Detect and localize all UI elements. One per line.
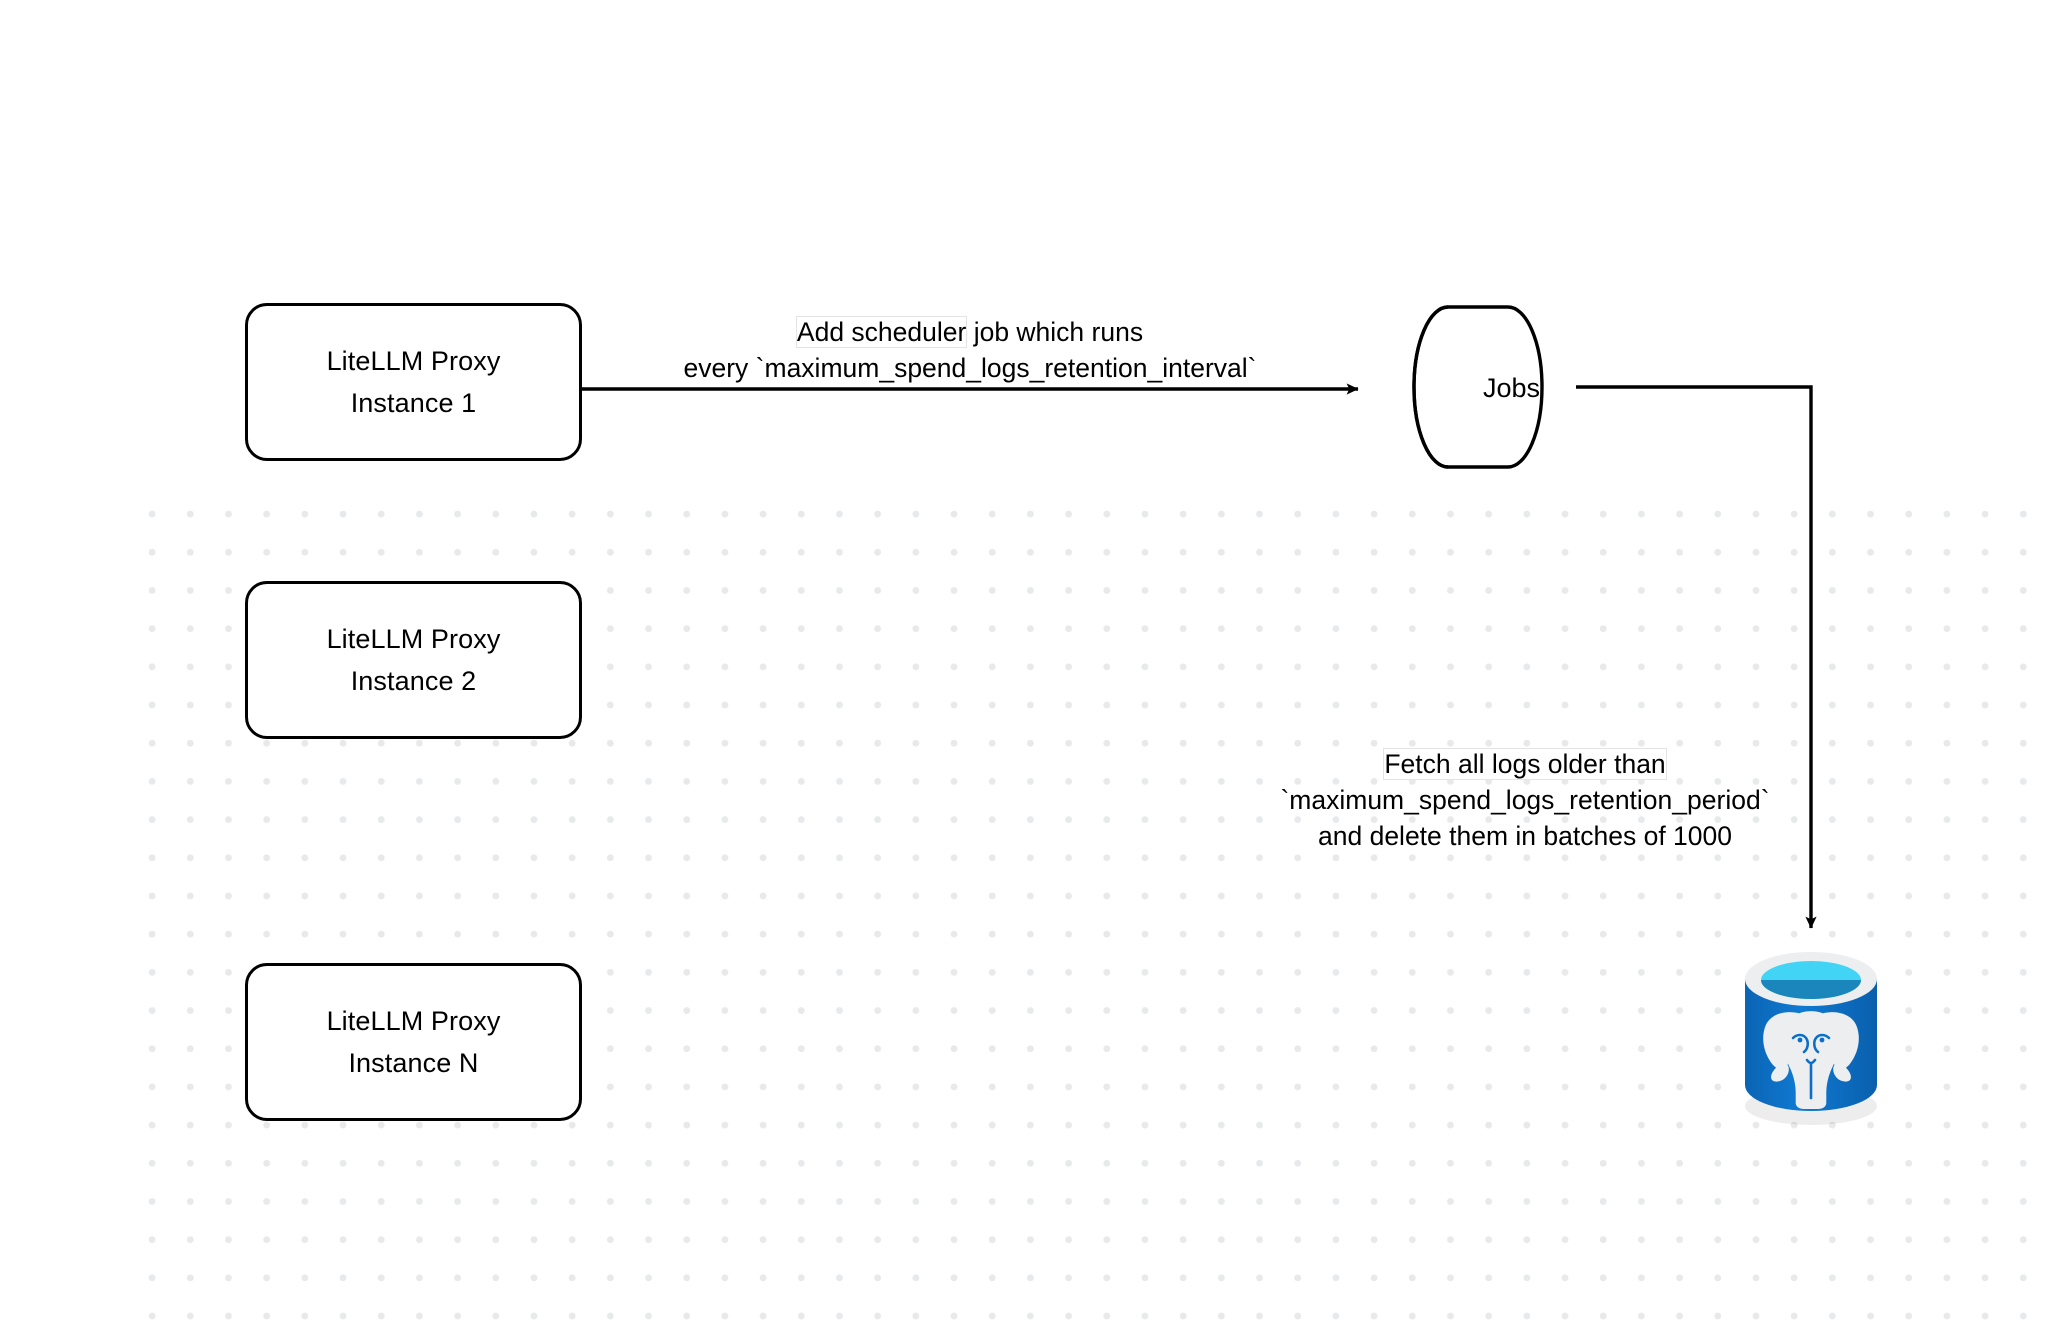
jobs-cylinder-label: Jobs <box>1483 373 1541 403</box>
edge-scheduler-label-rest: job which runs <box>966 317 1144 347</box>
node-line-2: Instance N <box>348 1048 479 1078</box>
edge-delete-logs-label-line-2: `maximum_spend_logs_retention_period` <box>1280 785 1770 815</box>
node-proxy-instance-2[interactable]: LiteLLM Proxy Instance 2 <box>245 581 582 739</box>
edge-scheduler-label-line-2: every `maximum_spend_logs_retention_inte… <box>683 353 1257 383</box>
edge-delete-logs-label-line-1: Fetch all logs older than <box>1383 748 1667 780</box>
node-line-1: LiteLLM Proxy <box>326 624 501 654</box>
postgresql-database-icon <box>1745 952 1877 1125</box>
node-line-2: Instance 1 <box>350 388 477 418</box>
node-proxy-instance-1[interactable]: LiteLLM Proxy Instance 1 <box>245 303 582 461</box>
node-line-2: Instance 2 <box>350 666 477 696</box>
edge-delete-logs <box>1576 385 1817 929</box>
edge-scheduler-label: Add scheduler job which runs every `maxi… <box>620 314 1320 386</box>
node-line-1: LiteLLM Proxy <box>326 346 501 376</box>
edge-scheduler-label-highlight: Add scheduler <box>795 316 968 348</box>
edge-scheduler-label-line-1: Add scheduler job which runs <box>620 314 1320 350</box>
jobs-cylinder-shape <box>1412 305 1544 469</box>
edge-delete-logs-label: Fetch all logs older than `maximum_spend… <box>1245 746 1805 854</box>
node-line-1: LiteLLM Proxy <box>326 1006 501 1036</box>
edge-delete-logs-label-line-3: and delete them in batches of 1000 <box>1318 821 1732 851</box>
node-proxy-instance-n[interactable]: LiteLLM Proxy Instance N <box>245 963 582 1121</box>
